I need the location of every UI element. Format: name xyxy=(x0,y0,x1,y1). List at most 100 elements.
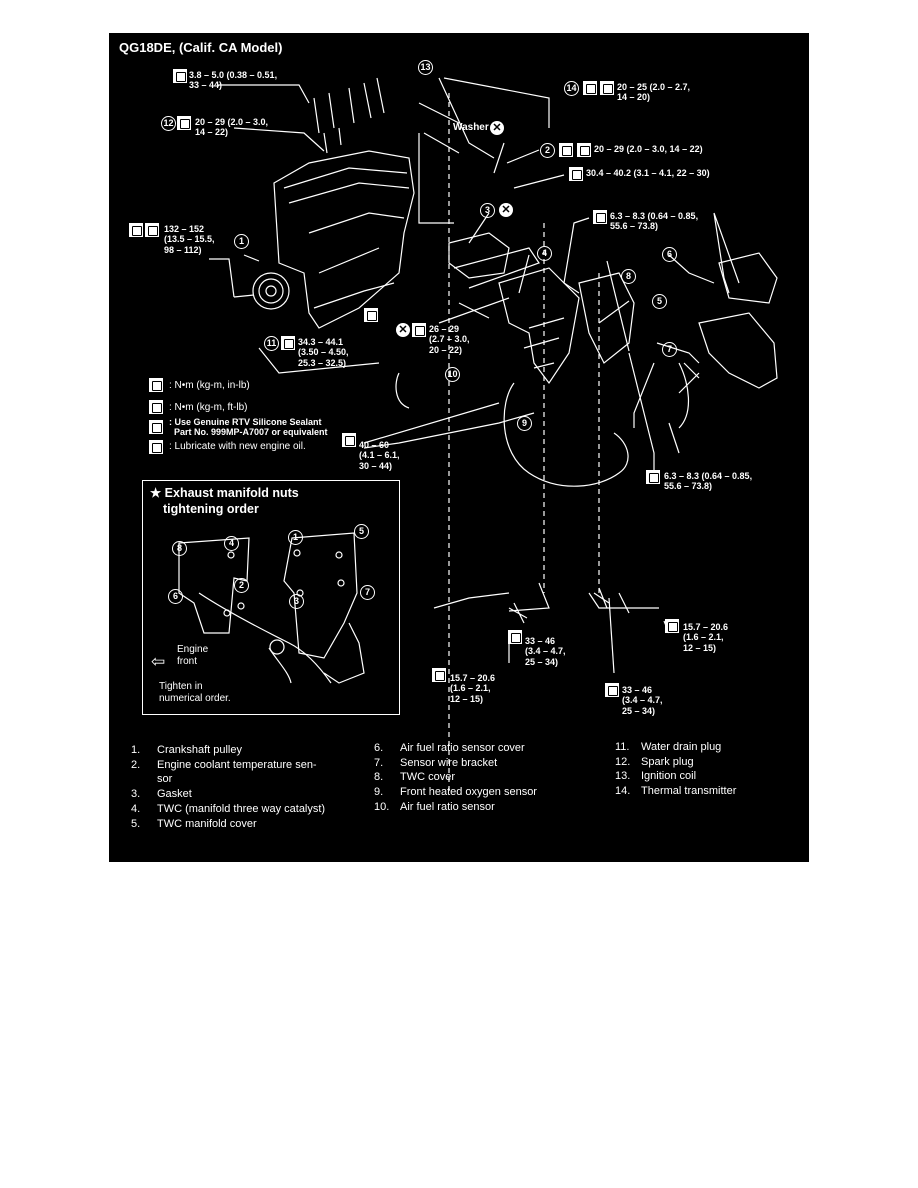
torque-ftlb-icon xyxy=(508,630,522,644)
part-number-6: 6 xyxy=(662,247,677,262)
parts-item: 5.TWC manifold cover xyxy=(131,817,257,830)
torque-ftlb-icon xyxy=(281,336,295,350)
legend-sealant: : Use Genuine RTV Silicone Sealant Part … xyxy=(169,417,328,438)
diagram-title: QG18DE, (Calif. CA Model) xyxy=(119,40,283,55)
callout-132: 132 – 152 (13.5 – 15.5, 98 – 112) xyxy=(164,224,215,255)
callout-2: 20 – 29 (2.0 – 3.0, 14 – 22) xyxy=(594,144,703,154)
inset-heading-2: tightening order xyxy=(163,502,259,516)
torque-ftlb-icon xyxy=(577,143,591,157)
callout-15-right: 15.7 – 20.6 (1.6 – 2.1, 12 – 15) xyxy=(683,622,729,653)
nut-order-4: 4 xyxy=(224,536,239,551)
legend-lubricate: : Lubricate with new engine oil. xyxy=(169,441,306,452)
torque-inlb-icon xyxy=(646,470,660,484)
parts-item: 10.Air fuel ratio sensor xyxy=(374,800,495,813)
parts-list-col2: 6.Air fuel ratio sensor cover 7.Sensor w… xyxy=(374,741,537,815)
part-number-12: 12 xyxy=(161,116,176,131)
lubricate-icon xyxy=(129,223,143,237)
callout-14: 20 – 25 (2.0 – 2.7, 14 – 20) xyxy=(617,82,691,103)
parts-item: 9.Front heated oxygen sensor xyxy=(374,786,537,799)
torque-ftlb-icon xyxy=(432,668,446,682)
engine-block xyxy=(273,150,415,329)
callout-26: 26 – 29 (2.7 – 3.0, 20 – 22) xyxy=(429,324,470,355)
torque-inlb-icon xyxy=(173,69,187,83)
washer-label: Washer xyxy=(453,122,489,133)
callout-6-3-bottom: 6.3 – 8.3 (0.64 – 0.85, 55.6 – 73.8) xyxy=(664,471,753,492)
sealant-icon xyxy=(559,143,573,157)
torque-ftlb-icon xyxy=(177,116,191,130)
callout-30-4: 30.4 – 40.2 (3.1 – 4.1, 22 – 30) xyxy=(586,168,710,178)
torque-ftlb-icon xyxy=(605,683,619,697)
torque-ftlb-icon xyxy=(149,400,163,414)
lubricate-icon xyxy=(149,440,163,454)
inset-note: Tighten in numerical order. xyxy=(159,681,231,704)
tightening-order-inset: ★ Exhaust manifold nuts tightening order… xyxy=(142,480,400,715)
callout-15-left: 15.7 – 20.6 (1.6 – 2.1, 12 – 15) xyxy=(450,673,496,704)
engine-front-label: Engine front xyxy=(177,644,209,667)
torque-inlb-icon xyxy=(149,378,163,392)
crankshaft-pulley-shape xyxy=(252,272,290,310)
callout-3-8: 3.8 – 5.0 (0.38 – 0.51, 33 – 44) xyxy=(189,70,278,91)
parts-item: 2.Engine coolant temperature sen- sor xyxy=(131,758,317,786)
part-number-2: 2 xyxy=(540,143,555,158)
do-not-reuse-icon: ✕ xyxy=(490,121,504,135)
parts-list-col3: 11.Water drain plug 12.Spark plug 13.Ign… xyxy=(615,740,736,799)
part-number-5: 5 xyxy=(652,294,667,309)
part-number-7: 7 xyxy=(662,342,677,357)
part-number-11: 11 xyxy=(264,336,279,351)
callout-6-3-top: 6.3 – 8.3 (0.64 – 0.85, 55.6 – 73.8) xyxy=(610,211,699,232)
sensor-wire xyxy=(503,382,629,487)
diagram-panel: QG18DE, (Calif. CA Model) 3.8 – 5.0 (0.3… xyxy=(109,33,809,862)
sealant-icon xyxy=(149,420,163,434)
callout-33-mid: 33 – 46 (3.4 – 4.7, 25 – 34) xyxy=(525,636,566,667)
torque-ftlb-icon xyxy=(145,223,159,237)
do-not-reuse-icon: ✕ xyxy=(499,203,513,217)
torque-ftlb-icon xyxy=(342,433,356,447)
nut-order-1: 1 xyxy=(288,530,303,545)
legend-nm-inlb: : N•m (kg-m, in-lb) xyxy=(169,380,250,391)
part-number-9: 9 xyxy=(517,416,532,431)
parts-item: 1.Crankshaft pulley xyxy=(131,744,242,756)
part-number-8: 8 xyxy=(621,269,636,284)
nut-order-5: 5 xyxy=(354,524,369,539)
part-number-14: 14 xyxy=(564,81,579,96)
parts-item: 13.Ignition coil xyxy=(615,770,697,783)
legend-nm-ftlb: : N•m (kg-m, ft-lb) xyxy=(169,402,248,413)
callout-40: 40 – 60 (4.1 – 6.1, 30 – 44) xyxy=(359,440,400,471)
parts-list-col1: 1.Crankshaft pulley 2.Engine coolant tem… xyxy=(131,743,325,831)
parts-item: 7.Sensor wire bracket xyxy=(374,756,498,769)
torque-ftlb-icon xyxy=(569,167,583,181)
callout-12: 20 – 29 (2.0 – 3.0, 14 – 22) xyxy=(195,117,269,138)
ignition-coils xyxy=(313,77,385,134)
part-number-13: 13 xyxy=(418,60,433,75)
twc-shape xyxy=(498,267,580,385)
parts-item: 6.Air fuel ratio sensor cover xyxy=(374,742,525,754)
torque-ftlb-icon xyxy=(412,323,426,337)
inset-heading-1: ★ Exhaust manifold nuts xyxy=(150,486,299,500)
exploded-view-drawing xyxy=(178,77,778,793)
nut-order-2: 2 xyxy=(234,578,249,593)
sealant-icon xyxy=(583,81,597,95)
part-number-10: 10 xyxy=(445,367,460,382)
part-number-4: 4 xyxy=(537,246,552,261)
engine-front-arrow-icon: ⇦ xyxy=(151,652,166,671)
torque-ftlb-icon xyxy=(665,619,679,633)
parts-item: 4.TWC (manifold three way catalyst) xyxy=(131,802,326,815)
parts-item: 14.Thermal transmitter xyxy=(615,785,737,798)
nut-order-7: 7 xyxy=(360,585,375,600)
inset-manifold-drawing xyxy=(178,532,365,684)
do-not-reuse-icon: ✕ xyxy=(396,323,410,337)
nut-order-8: 8 xyxy=(172,541,187,556)
parts-item: 8.TWC cover xyxy=(374,771,455,784)
callout-33-right: 33 – 46 (3.4 – 4.7, 25 – 34) xyxy=(622,685,663,716)
callout-11: 34.3 – 44.1 (3.50 – 4.50, 25.3 – 32.5) xyxy=(298,337,349,368)
part-number-3: 3 xyxy=(480,203,495,218)
nut-order-6: 6 xyxy=(168,589,183,604)
twc-cover-shape xyxy=(578,272,635,364)
gasket-shape xyxy=(448,232,510,279)
parts-item: 12.Spark plug xyxy=(615,755,694,768)
part-number-1: 1 xyxy=(234,234,249,249)
twc-manifold-cover-shape xyxy=(698,312,778,389)
torque-inlb-icon xyxy=(593,210,607,224)
torque-ftlb-icon xyxy=(600,81,614,95)
nut-order-3: 3 xyxy=(289,594,304,609)
